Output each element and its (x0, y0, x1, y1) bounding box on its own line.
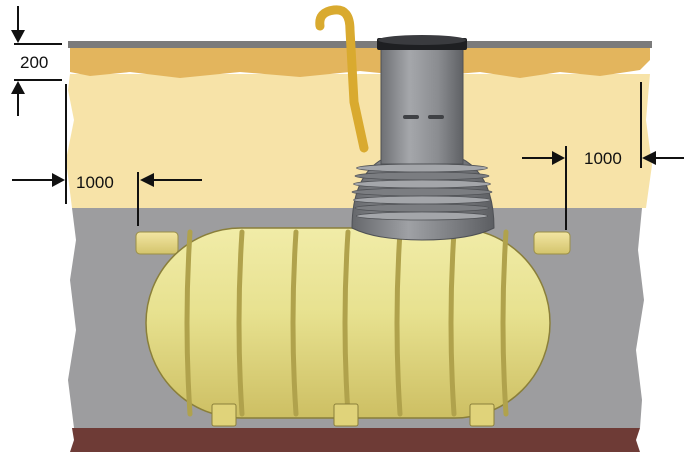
topsoil-layer (70, 47, 650, 78)
base-soil-layer (70, 428, 640, 452)
bellow-ring (353, 195, 491, 205)
tank-rib (342, 229, 351, 417)
riser-vent-slot-left (403, 115, 419, 119)
vent-pipe (315, 5, 369, 153)
tank-rib (290, 229, 299, 417)
tank-foot (211, 403, 237, 427)
tank-feet (211, 403, 495, 427)
bellow-ring (351, 187, 493, 197)
top-depth-arrow-up-head (11, 81, 25, 94)
tank-rib (236, 229, 245, 417)
bellow-ring (353, 179, 491, 189)
tank-foot (469, 403, 495, 427)
top-depth-arrow-down-head (11, 30, 25, 43)
riser-shaft (380, 43, 464, 165)
access-riser (315, 5, 495, 241)
top-cover-depth-label: 200 (20, 53, 48, 72)
tank-ribs (184, 229, 509, 417)
bellow-ring (356, 163, 488, 173)
tank-rib (500, 229, 509, 417)
tank-rib (448, 229, 457, 417)
bellow-ring (356, 211, 488, 221)
bellow-ring (354, 171, 490, 181)
dimension-annotations (11, 6, 684, 230)
riser-bellows (351, 163, 493, 221)
underground-tank (135, 227, 571, 427)
riser-cover (378, 35, 466, 45)
right-clearance-arrow-in-head (552, 151, 565, 165)
bellow-ring (354, 203, 490, 213)
ground-surface-line (68, 41, 652, 48)
right-clearance-arrow-out-head (642, 151, 656, 165)
left-clearance-arrow-out-head (140, 173, 154, 187)
left-clearance-arrow-in-head (52, 173, 65, 187)
tank-rib (184, 229, 193, 417)
tank-rib (394, 229, 403, 417)
inlet-pipe (135, 231, 179, 255)
right-clearance-label: 1000 (584, 149, 622, 168)
outlet-pipe (533, 231, 571, 255)
riser-vent-slot-right (428, 115, 444, 119)
left-clearance-label: 1000 (76, 173, 114, 192)
tank-foot (333, 403, 359, 427)
